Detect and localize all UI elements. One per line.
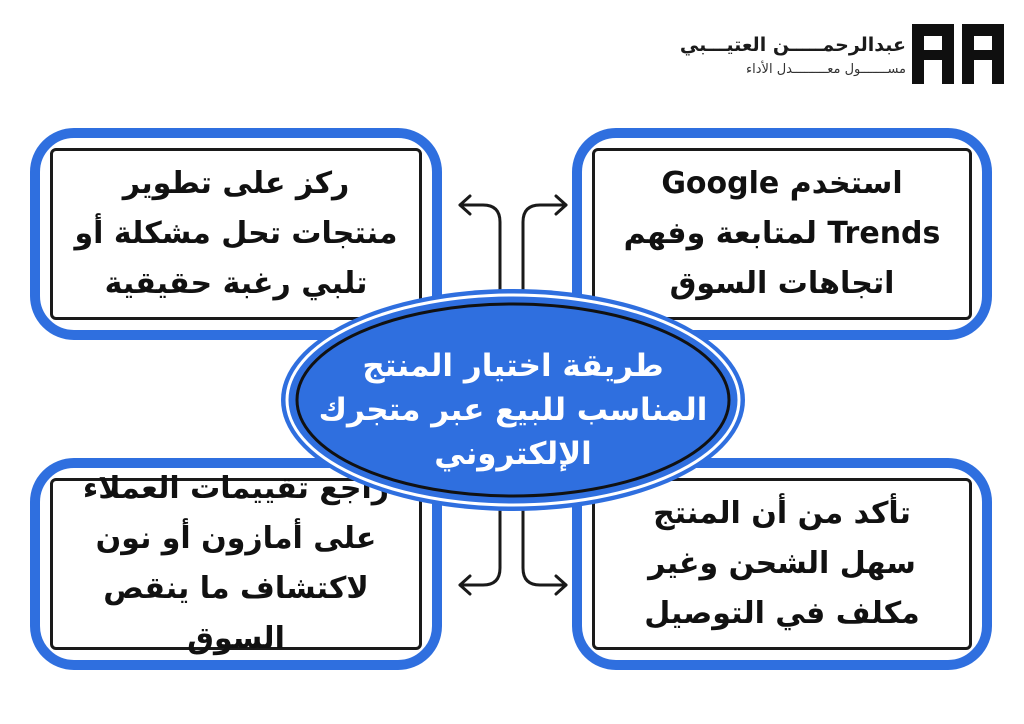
card-bottom-right: تأكد من أن المنتج سهل الشحن وغير مكلف في…	[572, 458, 992, 670]
card-frame: تأكد من أن المنتج سهل الشحن وغير مكلف في…	[592, 478, 972, 650]
arrow-to-bottom-left	[458, 508, 502, 587]
card-text: ركز على تطوير منتجات تحل مشكلة أو تلبي ر…	[74, 166, 398, 301]
card-frame: ركز على تطوير منتجات تحل مشكلة أو تلبي ر…	[50, 148, 422, 320]
card-bottom-left: راجع تقييمات العملاء على أمازون أو نون ل…	[30, 458, 442, 670]
card-frame: راجع تقييمات العملاء على أمازون أو نون ل…	[50, 471, 422, 656]
card-text: راجع تقييمات العملاء على أمازون أو نون ل…	[82, 471, 390, 656]
card-top-right: استخدم Google Trends لمتابعة وفهم اتجاها…	[572, 128, 992, 340]
card-text: تأكد من أن المنتج سهل الشحن وغير مكلف في…	[644, 496, 920, 631]
arrow-to-bottom-right	[521, 508, 568, 587]
card-text: استخدم Google Trends لمتابعة وفهم اتجاها…	[623, 166, 941, 301]
center-topic: طريقة اختيار المنتج المناسب للبيع عبر مت…	[278, 286, 748, 514]
brand-logo-icon	[912, 24, 1004, 84]
card-frame: استخدم Google Trends لمتابعة وفهم اتجاها…	[592, 148, 972, 320]
arrow-to-top-left	[458, 203, 502, 294]
center-ellipse-shape	[281, 289, 745, 511]
card-top-left: ركز على تطوير منتجات تحل مشكلة أو تلبي ر…	[30, 128, 442, 340]
center-title: طريقة اختيار المنتج المناسب للبيع عبر مت…	[318, 348, 708, 472]
brand-name: عبدالرحمـــــن العتيـــبي	[679, 34, 906, 56]
brand-role: مســـــــول معـــــــــدل الأداء	[746, 62, 906, 77]
arrow-to-top-right	[521, 203, 568, 294]
